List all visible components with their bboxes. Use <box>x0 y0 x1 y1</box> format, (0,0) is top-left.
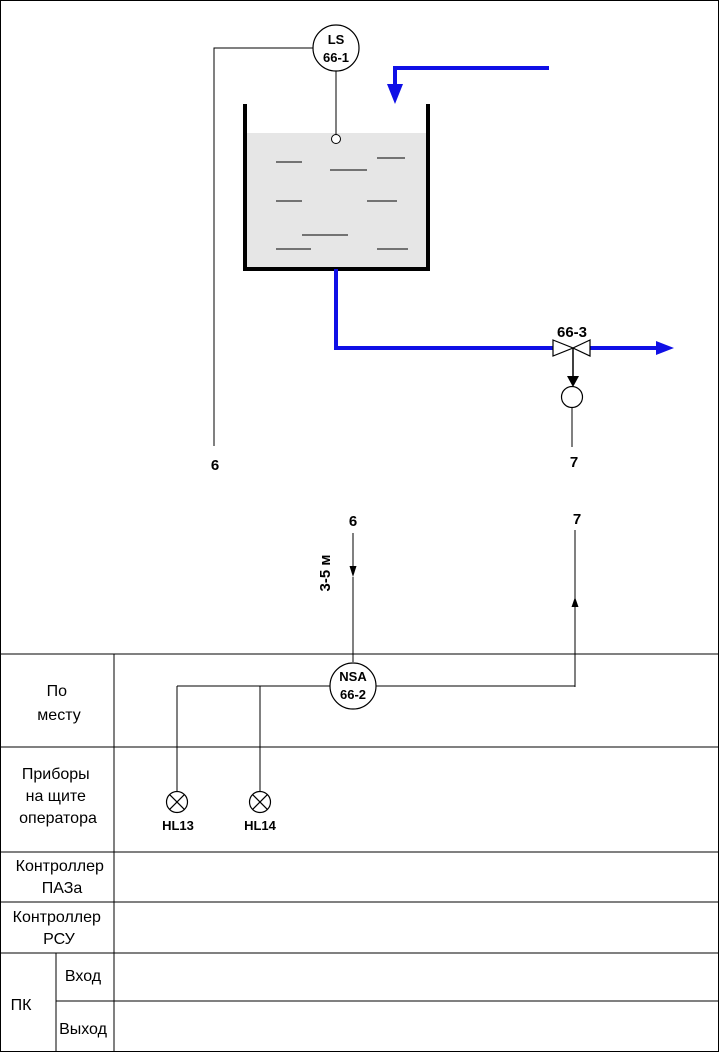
inlet-arrow-icon <box>387 84 403 104</box>
nsa-number: 66-2 <box>340 687 366 702</box>
row-label-panel: Приборы на щите оператора <box>19 766 97 827</box>
valve-icon <box>552 339 591 357</box>
conn-label-right-bottom: 7 <box>573 511 581 528</box>
lamp-hl13-label: HL13 <box>162 818 194 833</box>
level-switch-ls-66-1: LS 66-1 <box>213 24 360 446</box>
lamp-hl13: HL13 <box>162 790 194 833</box>
row-label-pk-output: Выход <box>59 1021 108 1038</box>
valve-66-3: 66-3 <box>552 324 591 447</box>
conn-label-left-top: 6 <box>211 457 219 474</box>
conn-label-left-bottom: 6 <box>349 513 357 530</box>
outlet-pipe <box>334 269 674 355</box>
lamp-hl14-label: HL14 <box>244 818 277 833</box>
distance-label: 3-5 м <box>317 555 334 592</box>
actuator-icon <box>560 385 584 409</box>
inlet-pipe <box>387 66 549 104</box>
ls-number: 66-1 <box>323 50 349 65</box>
liquid-ripples <box>276 157 408 250</box>
ls-tag: LS <box>328 32 345 47</box>
ls-bubble <box>312 24 360 72</box>
down-arrow-icon <box>349 566 357 577</box>
row-label-paz: Контроллер ПАЗа <box>16 858 109 897</box>
row-label-pk-input: Вход <box>65 968 102 985</box>
up-arrow-icon <box>571 597 579 607</box>
row-label-field: По месту <box>37 683 80 724</box>
row-label-rsu: Контроллер РСУ <box>13 909 106 948</box>
nsa-tag: NSA <box>339 669 367 684</box>
tank-liquid <box>246 133 426 268</box>
level-sensor-float-icon <box>331 134 341 144</box>
lamp-hl14: HL14 <box>244 790 277 833</box>
actuator-arrow-icon <box>567 376 579 387</box>
tank <box>243 104 430 271</box>
conn-label-right-top: 7 <box>570 454 578 471</box>
nsa-66-2: NSA 66-2 <box>176 662 575 791</box>
table-grid <box>0 653 719 1052</box>
nsa-bubble <box>329 662 377 710</box>
valve-label: 66-3 <box>557 324 587 341</box>
outlet-arrow-icon <box>656 341 674 355</box>
row-label-pk: ПК <box>11 997 33 1014</box>
